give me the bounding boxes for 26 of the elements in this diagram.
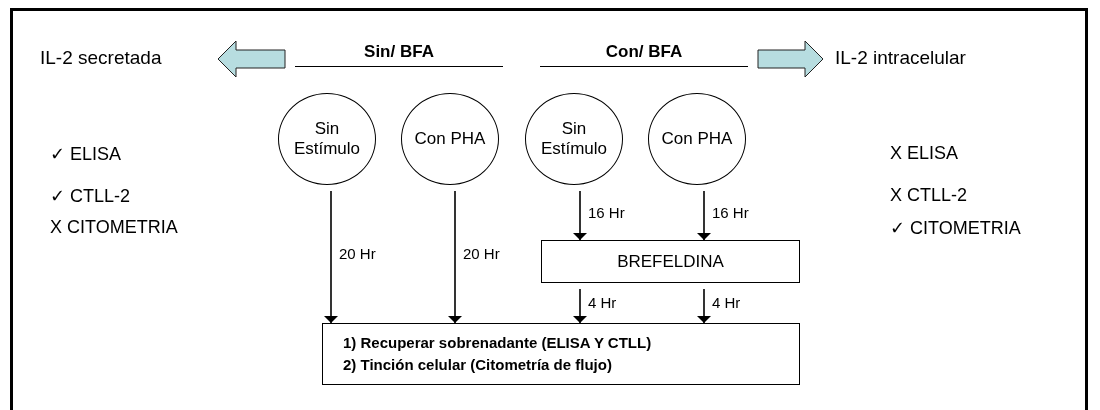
step-text: 1) Recuperar sobrenadante (ELISA Y CTLL)	[343, 332, 652, 353]
step-text: 2) Tinción celular (Citometría de flujo)	[343, 355, 612, 375]
process-box: BREFELDINA	[541, 240, 800, 283]
method-label: X CTLL-2	[890, 185, 968, 206]
block-arrow	[217, 40, 286, 78]
arrow	[573, 190, 587, 241]
arrow	[573, 288, 587, 324]
condition-circle: Sin Estímulo	[278, 93, 376, 185]
method-label: ✓ ELISA	[50, 143, 122, 165]
arrow	[697, 288, 711, 324]
arrow	[448, 190, 462, 324]
method-label: X CITOMETRIA	[50, 217, 178, 238]
method-label: X ELISA	[890, 143, 959, 164]
group-heading: Con/ BFA	[540, 38, 748, 67]
result-box	[322, 323, 800, 385]
condition-circle: Con PHA	[648, 93, 746, 185]
method-label: ✓ CITOMETRIA	[890, 217, 1021, 239]
condition-circle: Con PHA	[401, 93, 499, 185]
condition-circle: Sin Estímulo	[525, 93, 623, 185]
side-label: IL-2 intracelular	[835, 44, 1035, 72]
block-arrow	[757, 40, 824, 78]
arrow	[324, 190, 338, 324]
side-label: IL-2 secretada	[40, 44, 208, 72]
method-label: ✓ CTLL-2	[50, 185, 131, 207]
arrow	[697, 190, 711, 241]
group-heading: Sin/ BFA	[295, 38, 503, 67]
